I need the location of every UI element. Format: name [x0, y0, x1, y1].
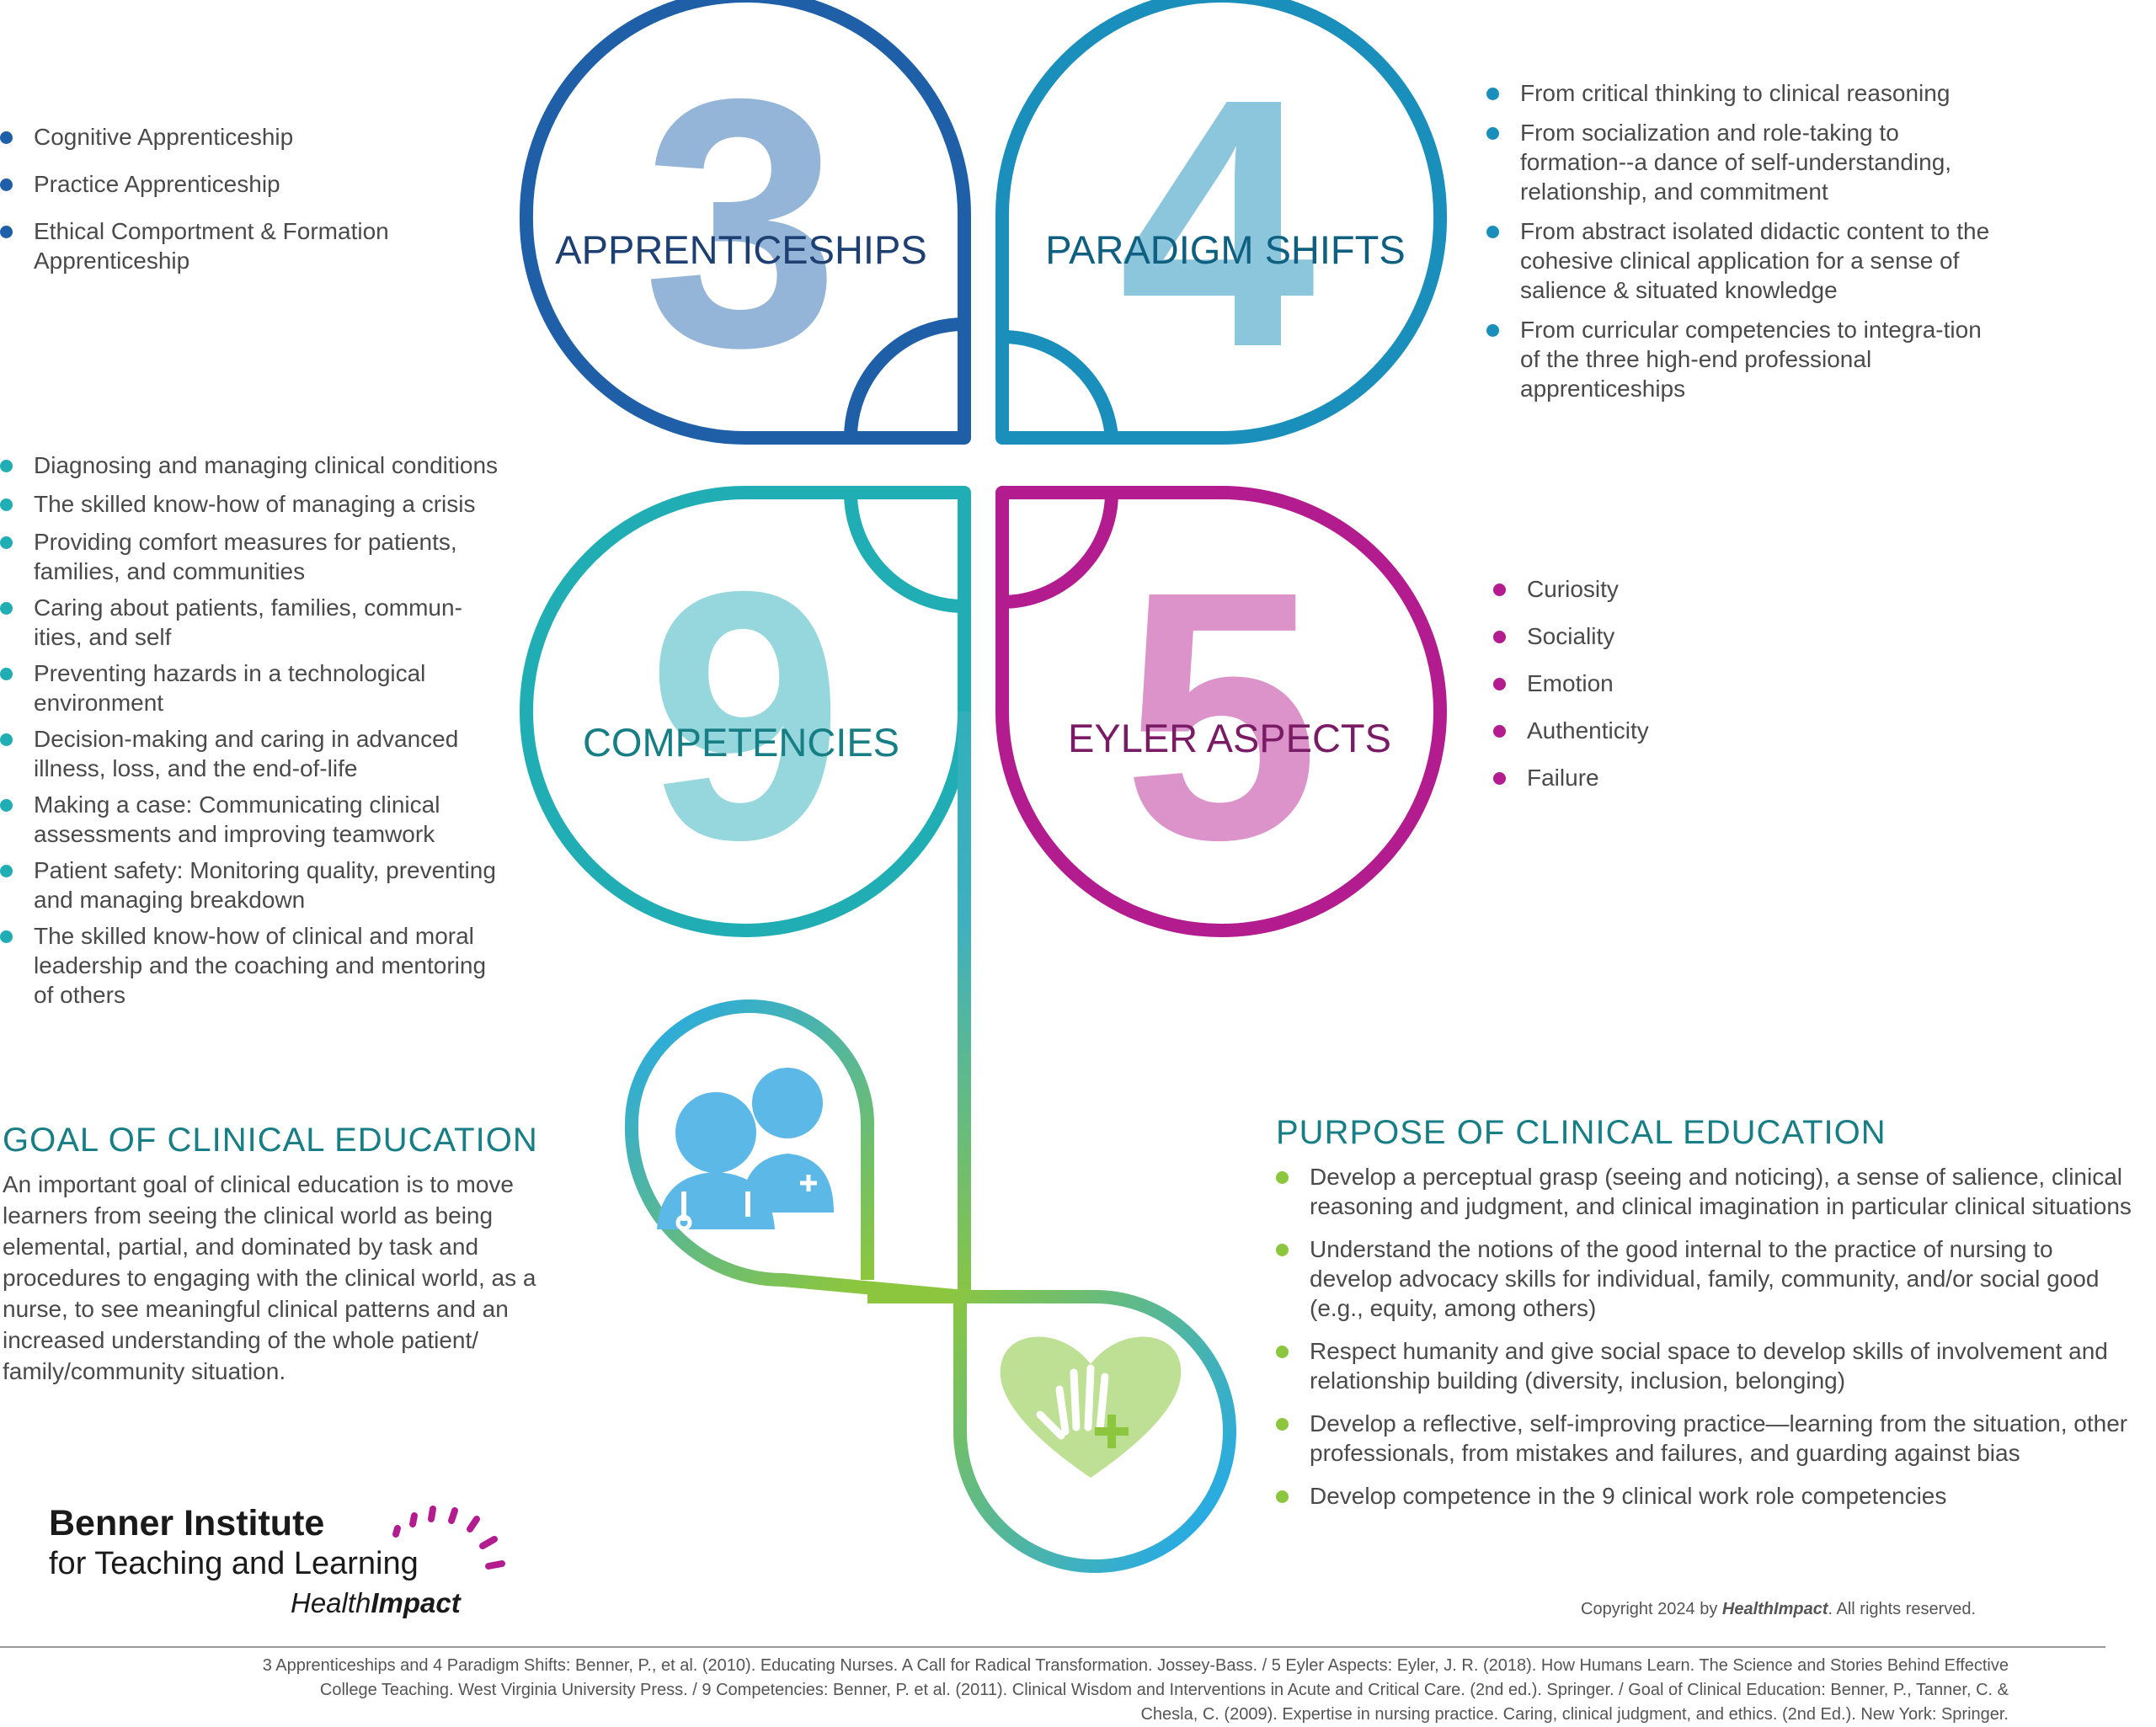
list-item: Decision-making and caring in advanced i… — [0, 724, 505, 783]
list-item: Providing comfort measures for patients,… — [0, 527, 505, 586]
logo-title: Benner Institute — [49, 1503, 325, 1543]
list-item: Diagnosing and managing clinical conditi… — [0, 450, 505, 480]
list-item: From curricular competencies to integra-… — [1486, 315, 1992, 403]
petal-paradigm-shifts — [995, 0, 1448, 445]
leaf-care — [867, 1290, 1236, 1573]
eyler-aspects-list: Curiosity Sociality Emotion Authenticity… — [1493, 574, 1830, 792]
list-item: Authenticity — [1493, 716, 1830, 745]
copyright-suffix: . All rights reserved. — [1828, 1600, 1977, 1618]
logo-subtitle: for Teaching and Learning — [49, 1546, 419, 1581]
list-item: Preventing hazards in a technological en… — [0, 658, 505, 717]
number-4: 4 — [1118, 26, 1317, 421]
list-item: Understand the notions of the good inter… — [1276, 1234, 2135, 1323]
list-item: The skilled know-how of managing a crisi… — [0, 489, 505, 519]
list-item: Sociality — [1493, 621, 1830, 651]
number-9: 9 — [647, 519, 844, 914]
knot-arc-top-right — [1001, 329, 1118, 439]
list-item: Develop competence in the 9 clinical wor… — [1276, 1481, 2135, 1511]
knot-arc-top-left — [844, 317, 965, 439]
list-item: From critical thinking to clinical reaso… — [1486, 78, 1992, 108]
logo-brand: HealthImpact — [291, 1587, 461, 1619]
competencies-list: Diagnosing and managing clinical conditi… — [0, 450, 505, 1010]
number-5: 5 — [1123, 519, 1320, 914]
list-item: The skilled know-how of clinical and mor… — [0, 921, 505, 1010]
label-apprenticeships: APPRENTICESHIPS — [555, 227, 926, 272]
logo-swirl-icon — [392, 1506, 505, 1570]
list-item: Failure — [1493, 763, 1830, 792]
list-item: Practice Apprenticeship — [0, 169, 455, 199]
list-item: Emotion — [1493, 669, 1830, 698]
list-item: Patient safety: Monitoring quality, prev… — [0, 856, 505, 914]
list-item: From abstract isolated didactic content … — [1486, 216, 1992, 305]
copyright-prefix: Copyright 2024 by — [1581, 1600, 1722, 1618]
paradigm-shifts-list: From critical thinking to clinical reaso… — [1486, 78, 1992, 403]
reference-line: Chesla, C. (2009). Expertise in nursing … — [1140, 1705, 2009, 1724]
leaf-professionals — [624, 999, 965, 1303]
reference-line: 3 Apprenticeships and 4 Paradigm Shifts:… — [262, 1656, 2009, 1675]
reference-line: College Teaching. West Virginia Universi… — [319, 1681, 2009, 1699]
logo-brand-light: Health — [291, 1587, 371, 1618]
petal-competencies — [520, 486, 971, 937]
nurse-and-doctor-icon — [657, 1068, 834, 1231]
label-paradigm-shifts: PARADIGM SHIFTS — [1045, 227, 1405, 272]
list-item: From socialization and role-taking to fo… — [1486, 118, 1992, 206]
list-item: Ethical Comportment & Formation Apprenti… — [0, 216, 455, 275]
copyright-brand: HealthImpact — [1721, 1600, 1828, 1618]
petal-apprenticeships — [519, 0, 971, 445]
goal-text: An important goal of clinical education … — [3, 1171, 536, 1384]
number-3: 3 — [643, 26, 840, 421]
label-competencies: COMPETENCIES — [583, 720, 899, 765]
knot-arc-bottom-right — [1001, 492, 1118, 609]
references: 3 Apprenticeships and 4 Paradigm Shifts:… — [0, 1654, 2009, 1727]
copyright: Copyright 2024 by HealthImpact. All righ… — [1581, 1600, 1976, 1619]
logo-brand-bold: Impact — [371, 1587, 461, 1618]
label-eyler-aspects: EYLER ASPECTS — [1068, 716, 1391, 760]
goal-heading: GOAL OF CLINICAL EDUCATION — [3, 1122, 538, 1159]
apprenticeships-list: Cognitive Apprenticeship Practice Appren… — [0, 122, 455, 275]
list-item: Develop a perceptual grasp (seeing and n… — [1276, 1162, 2135, 1221]
purpose-heading: PURPOSE OF CLINICAL EDUCATION — [1276, 1114, 1886, 1151]
divider — [0, 1646, 2105, 1648]
list-item: Caring about patients, families, commun-… — [0, 593, 505, 652]
list-item: Respect humanity and give social space t… — [1276, 1336, 2135, 1395]
list-item: Develop a reflective, self-improving pra… — [1276, 1409, 2135, 1468]
list-item: Curiosity — [1493, 574, 1830, 604]
list-item: Cognitive Apprenticeship — [0, 122, 455, 152]
list-item: Making a case: Communicating clinical as… — [0, 790, 505, 849]
knot-arc-bottom-left — [844, 492, 965, 613]
petal-eyler-aspects — [995, 486, 1447, 937]
heart-hand-cross-icon — [1000, 1336, 1182, 1478]
purpose-list: Develop a perceptual grasp (seeing and n… — [1276, 1162, 2135, 1511]
